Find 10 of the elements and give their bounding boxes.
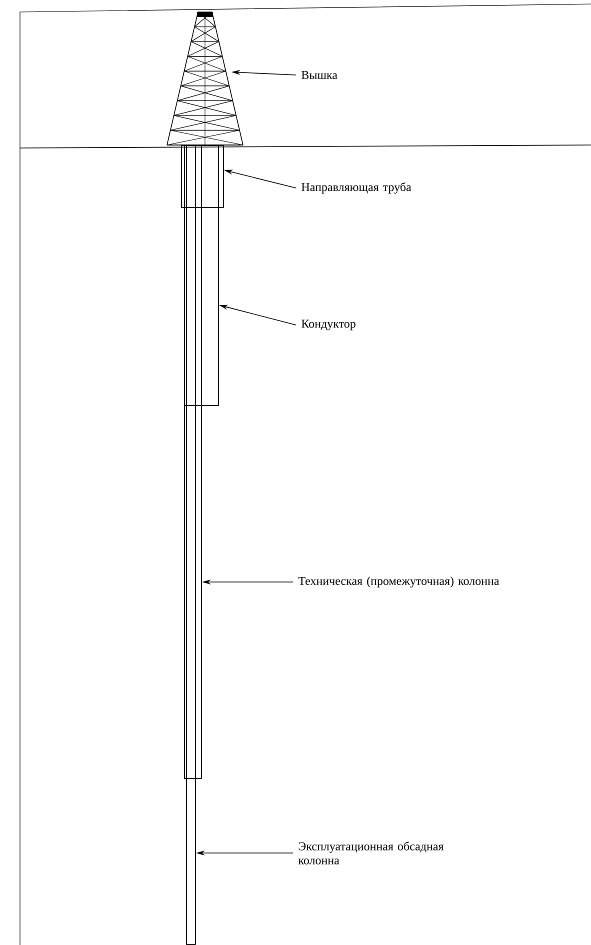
casing-pipe — [181, 145, 224, 208]
part-label: Кондуктор — [302, 320, 356, 330]
casing-pipe — [184, 145, 219, 406]
part-label: Техническая (промежуточная) колонна — [298, 576, 500, 588]
part-label: Направляющая труба — [302, 182, 412, 194]
part-label: Эксплуатационная обсадная колонна — [298, 842, 444, 864]
derrick-drawing — [166, 12, 244, 146]
casing-pipe — [184, 145, 202, 779]
part-label: Вышка — [302, 71, 338, 79]
casing-pipe — [186, 145, 196, 945]
